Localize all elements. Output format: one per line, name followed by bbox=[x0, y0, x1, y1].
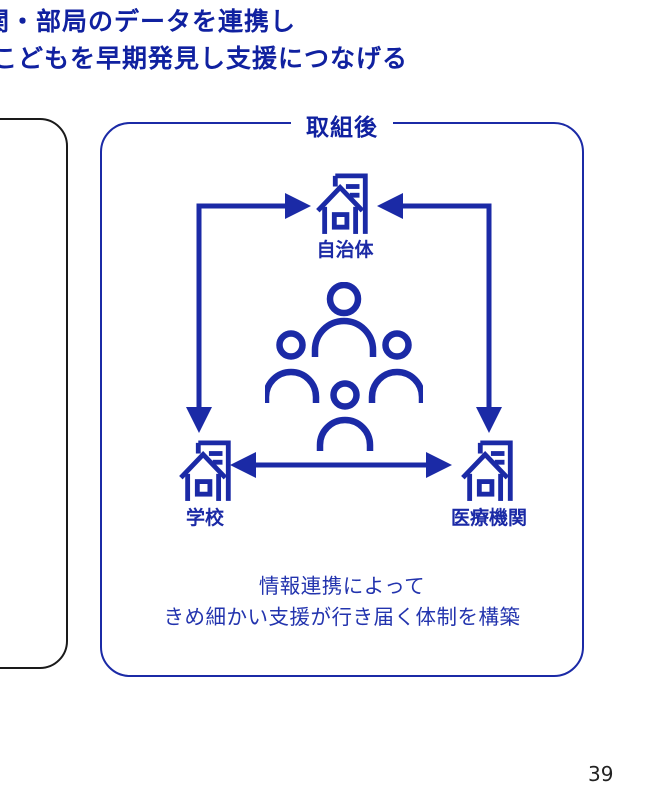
medical-building-icon bbox=[461, 440, 513, 501]
headline-line-2: こどもを早期発見し支援につなげる bbox=[0, 44, 409, 73]
caption-line-2: きめ細かい支援が行き届く体制を構築 bbox=[163, 605, 521, 629]
school-label: 学校 bbox=[185, 507, 225, 529]
after-panel-title: 取組後 bbox=[291, 108, 393, 142]
caption-line-1: 情報連携によって bbox=[258, 574, 426, 598]
connection-arrows-icon bbox=[186, 193, 502, 478]
municipality-building-icon bbox=[316, 173, 368, 234]
page-number: 39 bbox=[588, 762, 614, 786]
after-panel: 取組後 bbox=[100, 108, 584, 677]
headline-line-1: 関・部局のデータを連携し bbox=[0, 7, 297, 36]
left-panel-partial bbox=[0, 118, 68, 669]
people-group-icon bbox=[265, 282, 423, 451]
medical-label: 医療機関 bbox=[450, 507, 528, 529]
municipality-label: 自治体 bbox=[316, 239, 374, 261]
school-building-icon bbox=[179, 440, 231, 501]
